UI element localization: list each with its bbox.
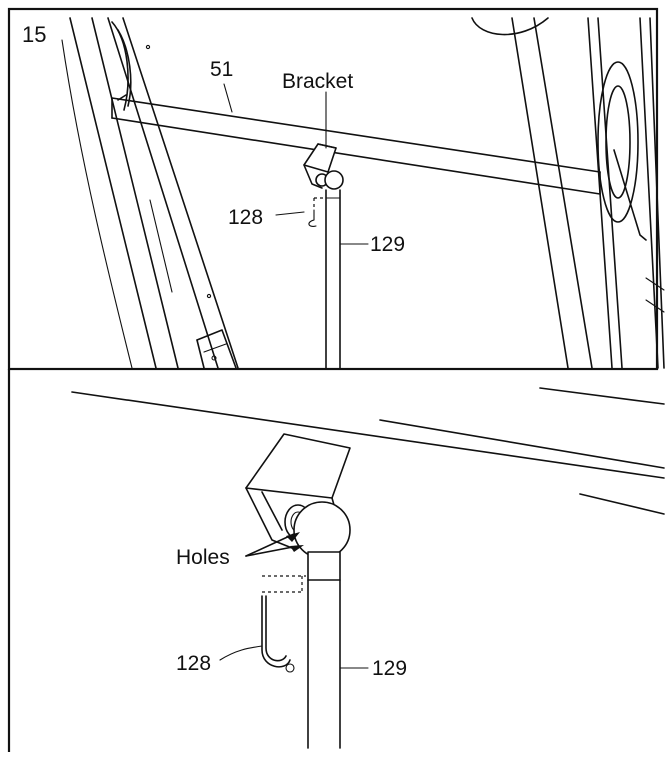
label-129-bottom: 129 [372,657,407,680]
label-51: 51 [210,58,233,81]
bracket-enlarged [245,433,351,559]
step-number: 15 [22,22,46,47]
right-frame [471,17,665,369]
rail-line-2 [379,419,665,469]
rail-line-3 [539,387,665,405]
hairpin-clip-128-enlarged [219,575,306,673]
label-holes: Holes [176,546,230,569]
label-129-top: 129 [370,233,405,256]
rail-line-1 [71,391,665,479]
bottom-panel: Holes 128 129 [71,387,665,749]
rod-129-top [325,189,341,369]
top-panel-frame [7,7,659,371]
top-panel: 15 51 Bracket 128 129 [22,17,665,369]
holes-arrows [245,532,304,557]
crossbar-51 [111,94,601,195]
label-128-bottom: 128 [176,652,211,675]
leader-51 [223,83,233,113]
label-bracket: Bracket [282,70,353,93]
rail-line-4 [579,493,665,515]
left-frame-rails [61,17,239,369]
label-128-top: 128 [228,206,263,229]
rod-129-enlarged [307,551,341,749]
bracket-top [303,143,344,190]
hairpin-clip-128-top [275,197,326,227]
